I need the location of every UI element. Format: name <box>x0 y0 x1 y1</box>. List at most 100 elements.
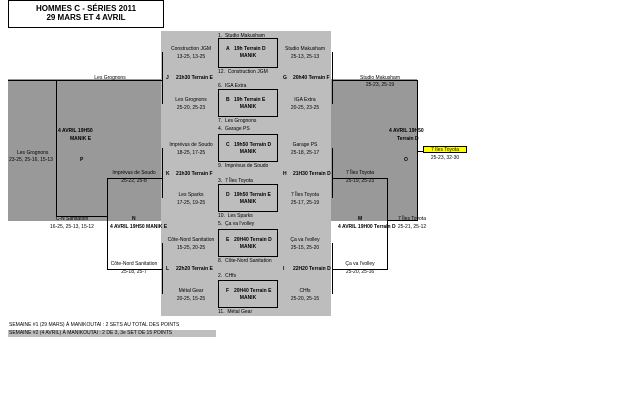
match-d-right-team: 7 Îles Toyota <box>291 192 319 198</box>
champion-highlight <box>423 146 467 153</box>
match-f-left-score: 20-25, 15-25 <box>176 296 206 302</box>
seed-6: 6. IGA Extra <box>218 83 247 89</box>
match-a-info: 19h Terrain D <box>234 46 266 52</box>
note-week-1: SEMAINE #1 (29 MARS) À MANIKOUTAI : 2 SE… <box>8 322 216 329</box>
match-d-left-score: 17-25, 19-25 <box>176 200 206 206</box>
match-m-info: 4 AVRIL 19H00 Terrain D <box>338 224 396 230</box>
outer-toyota-right2: 7 Îles Toyota <box>398 216 426 222</box>
seed-3: 3. 7 Îles Toyota <box>218 178 253 184</box>
match-e-right-team: Ça va l'volley <box>290 237 320 243</box>
seed-2: 2. CHfs <box>218 273 237 279</box>
match-g-info: 20h40 Terrain F <box>293 75 330 81</box>
champion-score: 25-23, 32-30 <box>430 155 460 161</box>
line-n-to-p <box>56 216 107 217</box>
match-a-right-team: Studio Makusham <box>284 46 326 52</box>
match-k-letter: K <box>166 171 170 177</box>
match-e-info: 20H40 Terrain D <box>234 237 272 243</box>
outer-studio-top: Studio Makusham <box>359 75 401 81</box>
match-b-venue: MANIK <box>239 104 257 110</box>
match-p-date: 4 AVRIL 19H50 <box>58 128 93 134</box>
line-k-vertical <box>162 148 163 198</box>
line-m-top <box>332 178 387 179</box>
outer-cote-nord-lower-score: 25-18, 25-7 <box>121 269 147 275</box>
title-line-2: 29 MARS ET 4 AVRIL <box>46 13 126 22</box>
match-d-left-team: Les Sparks <box>178 192 204 198</box>
match-c-box <box>218 134 278 162</box>
match-e-left-team: Côte-Nord Sanitation <box>167 237 215 243</box>
match-g-letter: G <box>283 75 287 81</box>
match-d-venue: MANIK <box>239 199 257 205</box>
seed-12: 12. Construction JGM <box>218 69 268 75</box>
match-b-left-team: Les Grognons <box>175 97 207 103</box>
match-e-right-score: 25-15, 25-20 <box>290 245 320 251</box>
bracket-title: HOMMES C - SÉRIES 2011 29 MARS ET 4 AVRI… <box>8 0 164 28</box>
match-c-letter: C <box>226 142 230 148</box>
match-b-letter: B <box>226 97 230 103</box>
match-e-letter: E <box>226 237 230 243</box>
match-c-venue: MANIK <box>239 149 257 155</box>
outer-toyota-right1-score: 25-19, 25-23 <box>345 178 375 184</box>
match-a-box <box>218 38 278 68</box>
match-i-letter: I <box>283 266 285 272</box>
outer-cn-score: 16-25, 25-13, 15-12 <box>50 224 94 230</box>
seed-10: 10. Les Sparks <box>218 213 253 219</box>
seed-7: 7. Les Grognons <box>218 118 257 124</box>
outer-toyota-right1: 7 Îles Toyota <box>346 170 374 176</box>
match-i-info: 22H20 Terrain D <box>293 266 331 272</box>
line-j-vertical <box>162 52 163 104</box>
outer-imprevus-score: 25-22, 25-8 <box>121 178 147 184</box>
line-p-top <box>8 80 162 81</box>
outer-cava-lower-score: 25-20, 25-16 <box>345 269 375 275</box>
match-d-letter: D <box>226 192 230 198</box>
match-j-info: 21h30 Terrain E <box>176 75 213 81</box>
match-a-left-team: Construction JGM <box>170 46 211 52</box>
match-b-right-score: 20-25, 23-25 <box>290 105 320 111</box>
match-f-letter: F <box>226 288 230 294</box>
match-l-letter: L <box>166 266 170 272</box>
match-a-venue: MANIK <box>239 53 257 59</box>
outer-imprevus-left: Imprévus de Soudo <box>112 170 156 176</box>
outer-cava-lower: Ça va l'volley <box>345 261 375 267</box>
match-c-left-team: Imprévus de Soudo <box>169 142 213 148</box>
match-e-box <box>218 229 278 257</box>
match-n-info: 4 AVRIL 19H50 MANIK E <box>110 224 168 230</box>
center-column <box>161 31 331 316</box>
match-d-info: 19h50 Terrain E <box>234 192 271 198</box>
match-n-letter: N <box>132 216 136 222</box>
match-a-letter: A <box>226 46 230 52</box>
match-b-info: 19h Terrain E <box>234 97 266 103</box>
match-f-venue: MANIK <box>239 295 257 301</box>
outer-studio-score: 25-23, 25-19 <box>365 82 395 88</box>
note-week-2: SEMAINE #2 (4 AVRIL) À MANIKOUTAI : 2 DE… <box>8 330 216 337</box>
match-m-letter: M <box>358 216 363 222</box>
match-b-box <box>218 89 278 117</box>
match-k-info: 21h30 Terrain F <box>176 171 213 177</box>
outer-grognons-left: Les Grognons <box>17 150 49 156</box>
match-d-right-score: 25-17, 25-19 <box>290 200 320 206</box>
match-c-info: 19h50 Terrain D <box>234 142 272 148</box>
match-f-info: 20H40 Terrain E <box>234 288 272 294</box>
line-o-top <box>332 80 418 81</box>
match-j-letter: J <box>166 75 169 81</box>
match-h-info: 21H30 Terrain D <box>293 171 331 177</box>
match-e-venue: MANIK <box>239 244 257 250</box>
line-h-vertical <box>332 148 333 198</box>
match-o-venue: Terrain D <box>397 136 419 142</box>
line-g-vertical <box>332 52 333 104</box>
line-n-vertical <box>107 178 108 270</box>
match-c-right-score: 25-18, 25-17 <box>290 150 320 156</box>
match-f-box <box>218 280 278 308</box>
match-e-left-score: 15-25, 20-25 <box>176 245 206 251</box>
match-d-box <box>218 184 278 212</box>
line-o-vertical <box>417 80 418 221</box>
line-p-vertical <box>56 80 57 217</box>
outer-grognons-top: Les Grognons <box>94 75 126 81</box>
seed-8: 8. Côte-Nord Sanitation <box>218 258 272 264</box>
line-l-vertical <box>162 243 163 294</box>
outer-cn-sanitation: C-N Sanitation <box>55 216 89 222</box>
champion-team: 7 Îles Toyota <box>431 147 459 153</box>
match-f-left-team: Métal Gear <box>178 288 204 294</box>
line-n-top <box>107 178 162 179</box>
match-c-right-team: Garage PS <box>292 142 318 148</box>
seed-11: 11. Métal Gear <box>218 309 253 315</box>
